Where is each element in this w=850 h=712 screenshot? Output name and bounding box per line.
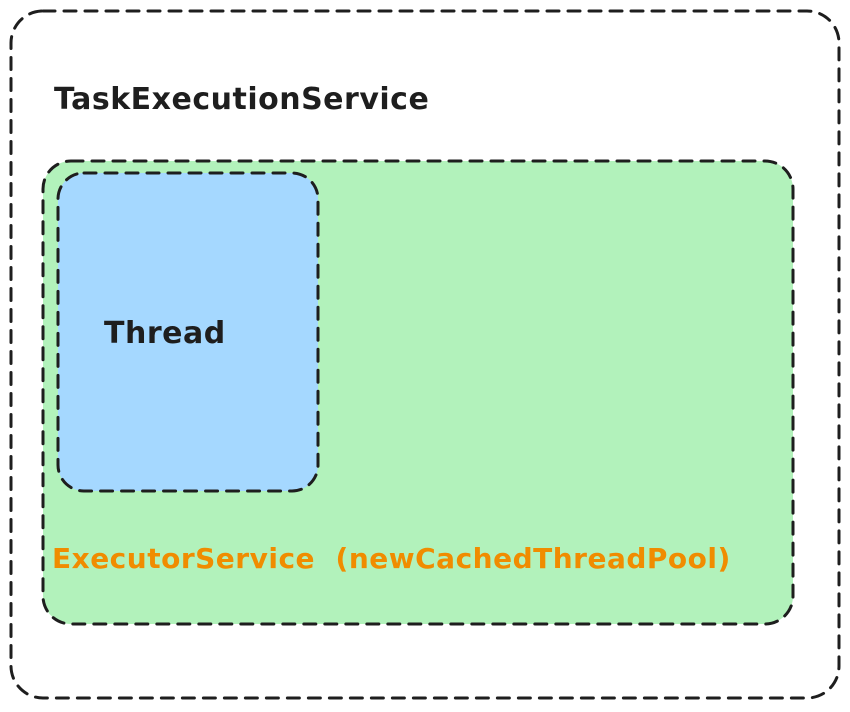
thread-box — [56, 171, 320, 493]
executor-service-label: ExecutorService (newCachedThreadPool) — [52, 542, 731, 575]
thread-label: Thread — [104, 316, 226, 351]
task-execution-service-label: TaskExecutionService — [54, 82, 430, 117]
